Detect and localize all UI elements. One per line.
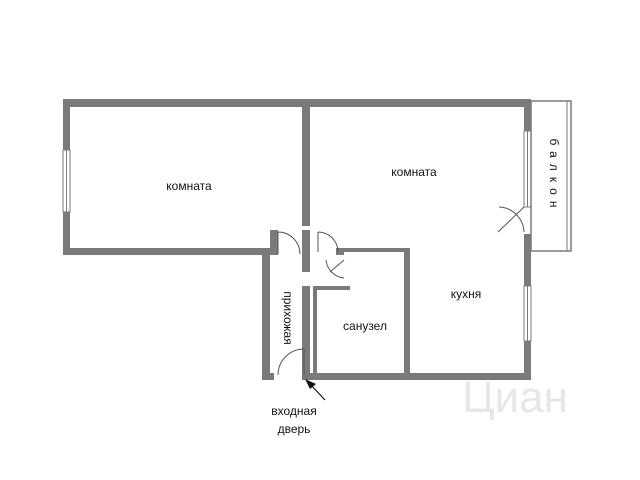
balcony: [530, 100, 572, 252]
label-room-right: комната: [391, 165, 437, 179]
balcony-outline: [530, 100, 572, 252]
label-entrance-line2: дверь: [278, 422, 311, 436]
door-balcony: [497, 206, 525, 233]
label-balcony: балкон: [547, 139, 561, 214]
room-labels: комната комната кухня санузел прихожая б…: [166, 139, 561, 436]
label-kitchen: кухня: [451, 287, 482, 301]
door-bathroom: [325, 259, 345, 279]
label-hallway: прихожая: [281, 291, 295, 344]
label-entrance-line1: входная: [271, 404, 316, 418]
windows: [62, 130, 532, 342]
door-left-room: [277, 231, 301, 255]
outer-walls: [63, 99, 531, 380]
watermark-text: Циан: [462, 373, 568, 422]
label-room-left: комната: [166, 179, 212, 193]
door-right-room: [317, 231, 339, 253]
doors: [277, 206, 525, 376]
door-entrance: [277, 348, 305, 376]
entrance-arrow: [305, 379, 326, 401]
label-bathroom: санузел: [343, 319, 387, 333]
watermark: Циан: [462, 373, 568, 422]
interior-walls: [270, 99, 410, 380]
